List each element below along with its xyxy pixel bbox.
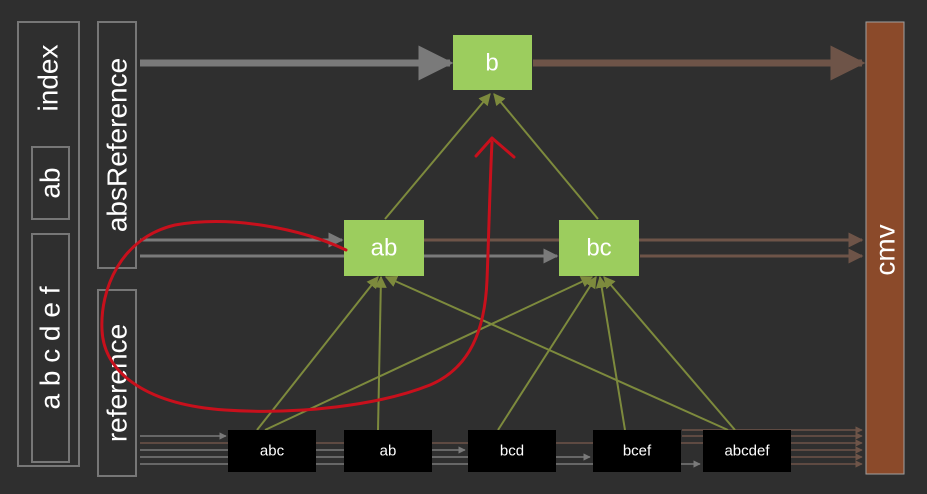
letters-box <box>31 233 70 463</box>
red-annotation-arrow <box>100 136 516 413</box>
horizontal-connectors <box>140 45 866 468</box>
node-b-label: b <box>485 50 498 77</box>
cmv-label: cmv <box>870 224 901 275</box>
sequence-abcdef[interactable]: abcdef <box>703 430 791 472</box>
sequence-label: abcdef <box>724 443 770 460</box>
index-label: index <box>33 45 64 112</box>
sequence-row: abc ab bcd bcef abcdef <box>228 430 791 472</box>
node-ab[interactable]: ab <box>344 220 424 276</box>
sequence-ab[interactable]: ab <box>344 430 432 472</box>
node-ab-label: ab <box>371 235 398 262</box>
reference-label: reference <box>102 324 133 442</box>
reference-panel: reference <box>97 289 137 477</box>
letters-label: a b c d e f <box>35 286 66 409</box>
sequence-bcd[interactable]: bcd <box>468 430 556 472</box>
sequence-label: ab <box>380 443 397 460</box>
sequence-abc[interactable]: abc <box>228 430 316 472</box>
sequence-label: abc <box>260 443 285 460</box>
input-panel: index ab a b c d e f <box>17 21 80 467</box>
absreference-panel: absReference <box>97 21 137 269</box>
node-bc-label: bc <box>586 235 611 262</box>
node-b[interactable]: b <box>453 35 532 90</box>
sequence-label: bcd <box>500 443 524 460</box>
absreference-label: absReference <box>102 58 133 232</box>
cmv-bar: cmv <box>865 21 905 475</box>
ab-box <box>31 146 70 220</box>
node-bc[interactable]: bc <box>559 220 639 276</box>
sequence-label: bcef <box>623 443 652 460</box>
sequence-bcef[interactable]: bcef <box>593 430 681 472</box>
tree-edges <box>256 93 736 431</box>
ab-box-label: ab <box>35 167 66 198</box>
